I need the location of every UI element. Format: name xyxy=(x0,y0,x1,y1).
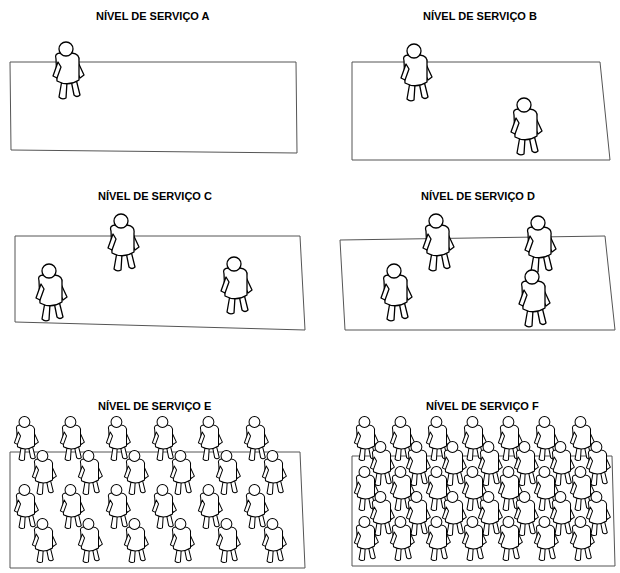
pedestrian xyxy=(14,485,38,529)
walkway-area xyxy=(340,236,615,330)
pedestrian xyxy=(152,417,176,461)
pedestrian xyxy=(534,517,558,561)
pedestrian xyxy=(462,517,486,561)
panel-title: NÍVEL DE SERVIÇO E xyxy=(98,400,211,413)
pedestrian xyxy=(124,519,148,563)
walkway-area xyxy=(15,236,305,330)
pedestrians-c xyxy=(36,214,252,321)
pedestrian xyxy=(108,214,139,271)
pedestrian xyxy=(426,517,450,561)
pedestrian xyxy=(36,264,67,321)
pedestrian xyxy=(525,216,556,273)
panel-title: NÍVEL DE SERVIÇO D xyxy=(421,190,535,203)
pedestrians-e xyxy=(14,417,286,563)
pedestrian xyxy=(60,417,84,461)
pedestrian xyxy=(262,519,286,563)
walkway-area xyxy=(352,62,610,160)
pedestrian xyxy=(198,417,222,461)
panel-title: NÍVEL DE SERVIÇO B xyxy=(423,10,537,23)
pedestrian xyxy=(78,451,102,495)
pedestrians-a xyxy=(53,42,84,99)
pedestrian xyxy=(498,517,522,561)
pedestrian xyxy=(152,485,176,529)
pedestrian xyxy=(32,519,56,563)
pedestrian xyxy=(570,517,594,561)
pedestrian xyxy=(216,519,240,563)
pedestrian xyxy=(511,98,542,155)
pedestrian xyxy=(401,44,432,101)
walkway-areas xyxy=(10,62,615,568)
pedestrian xyxy=(381,264,412,321)
pedestrian xyxy=(221,257,252,314)
pedestrian xyxy=(244,417,268,461)
pedestrian xyxy=(198,485,222,529)
pedestrian xyxy=(60,485,84,529)
pedestrian xyxy=(170,519,194,563)
panel-title: NÍVEL DE SERVIÇO F xyxy=(426,400,539,413)
walkway-area xyxy=(10,452,305,568)
pedestrian xyxy=(106,485,130,529)
pedestrians-d xyxy=(381,214,556,327)
pedestrian xyxy=(244,485,268,529)
pedestrians-f xyxy=(354,417,610,561)
pedestrian xyxy=(170,451,194,495)
pedestrian xyxy=(390,517,414,561)
pedestrian xyxy=(106,417,130,461)
panel-title: NÍVEL DE SERVIÇO A xyxy=(96,10,210,23)
pedestrian xyxy=(262,451,286,495)
pedestrian xyxy=(32,451,56,495)
pedestrian xyxy=(354,517,378,561)
pedestrian xyxy=(78,519,102,563)
panel-title: NÍVEL DE SERVIÇO C xyxy=(98,190,212,203)
pedestrian xyxy=(53,42,84,99)
pedestrian xyxy=(124,451,148,495)
pedestrian xyxy=(423,214,454,271)
pedestrians-b xyxy=(401,44,542,155)
pedestrian xyxy=(216,451,240,495)
pedestrian xyxy=(14,417,38,461)
pedestrian xyxy=(519,270,550,327)
